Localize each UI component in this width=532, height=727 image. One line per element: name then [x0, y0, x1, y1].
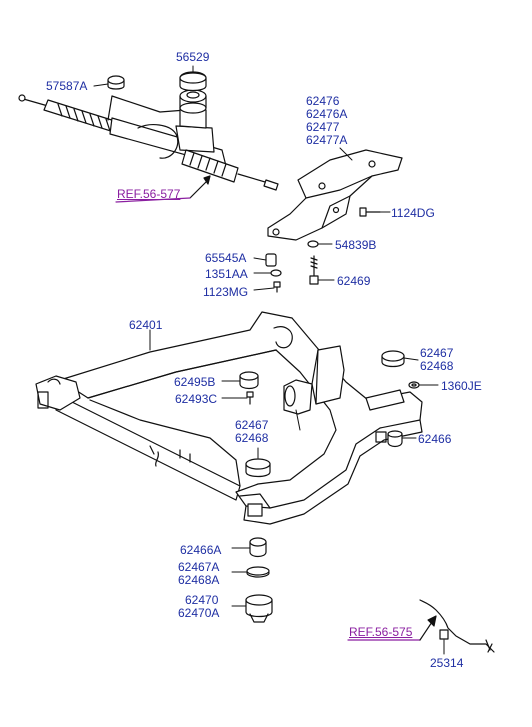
bushing-62466a[interactable]	[249, 537, 267, 558]
part-label-62468-center[interactable]: 62468	[235, 431, 269, 445]
bolt-1124dg[interactable]	[359, 207, 381, 217]
part-label-62468a[interactable]: 62468A	[178, 573, 220, 587]
reference-arrow-56-577	[115, 175, 211, 203]
part-label-62467a[interactable]: 62467A	[178, 560, 220, 574]
part-label-56529[interactable]: 56529	[176, 50, 210, 64]
part-label-1124dg[interactable]: 1124DG	[391, 206, 435, 220]
part-label-62470a[interactable]: 62470A	[178, 606, 220, 620]
part-label-62467-right[interactable]: 62467	[420, 346, 454, 360]
part-label-54839b[interactable]: 54839B	[335, 238, 377, 252]
part-label-1360je[interactable]: 1360JE	[441, 379, 482, 393]
part-label-62466a[interactable]: 62466A	[180, 543, 222, 557]
mount-bushing-62495b[interactable]	[239, 371, 259, 390]
washer-1351aa[interactable]	[270, 269, 282, 277]
washer-54839b[interactable]	[307, 240, 319, 248]
part-label-62401[interactable]: 62401	[129, 318, 163, 332]
bolt-1123mg[interactable]	[273, 281, 281, 293]
part-label-62466[interactable]: 62466	[418, 432, 452, 446]
part-label-62467-center[interactable]: 62467	[235, 418, 269, 432]
stabilizer-bar-section[interactable]	[419, 599, 495, 653]
part-label-62468-right[interactable]: 62468	[420, 359, 454, 373]
part-label-1351aa[interactable]: 1351AA	[205, 267, 248, 281]
clip-25314[interactable]	[439, 629, 449, 640]
reference-arrow-56-575	[347, 615, 437, 641]
washer-1360je[interactable]	[408, 381, 420, 389]
part-label-62477[interactable]: 62477	[306, 120, 340, 134]
part-label-62469[interactable]: 62469	[337, 274, 371, 288]
spacer-65545a[interactable]	[265, 253, 277, 267]
mount-62470-62470a[interactable]	[245, 594, 273, 623]
bolt-62469[interactable]	[309, 255, 319, 285]
part-label-62476a[interactable]: 62476A	[306, 107, 348, 121]
bushing-62466[interactable]	[387, 430, 403, 448]
part-label-1123mg[interactable]: 1123MG	[203, 285, 249, 299]
part-label-62477a[interactable]: 62477A	[306, 133, 348, 147]
reinforcement-bracket[interactable]	[267, 149, 403, 241]
engine-mount-insulator[interactable]	[283, 379, 313, 415]
reference-link-56-575[interactable]: REF.56-575	[349, 625, 413, 639]
steering-gear-rack[interactable]	[18, 89, 279, 191]
bolt-62493c[interactable]	[246, 391, 254, 405]
part-label-65545a[interactable]: 65545A	[205, 251, 247, 265]
mounting-grommet-56529[interactable]	[179, 71, 207, 92]
stopper-62467a-62468a[interactable]	[246, 566, 270, 578]
part-label-62495b[interactable]: 62495B	[174, 375, 216, 389]
part-label-62493c[interactable]: 62493C	[175, 392, 218, 406]
part-label-62470[interactable]: 62470	[185, 593, 219, 607]
part-label-57587a[interactable]: 57587A	[46, 79, 88, 93]
stopper-62467-62468-center[interactable]	[245, 458, 271, 478]
reference-link-56-577[interactable]: REF.56-577	[117, 187, 181, 201]
subframe-crossmember[interactable]	[35, 311, 423, 525]
part-label-62476[interactable]: 62476	[306, 94, 340, 108]
leader-lines	[93, 65, 445, 655]
bushing-57587a[interactable]	[107, 75, 125, 90]
stopper-62467-62468-right[interactable]	[381, 350, 405, 368]
part-label-25314[interactable]: 25314	[430, 656, 464, 670]
